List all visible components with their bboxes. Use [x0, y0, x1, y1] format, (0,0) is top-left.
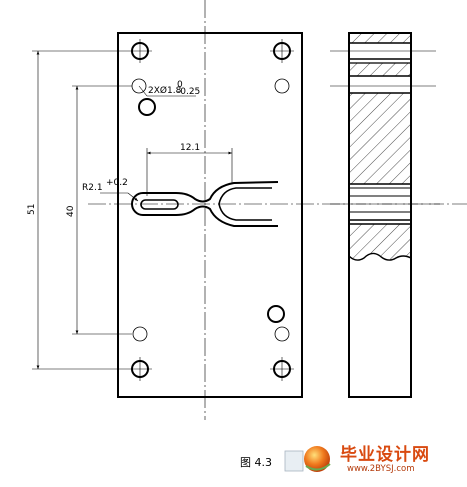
- side-view: [330, 32, 440, 398]
- pin-hole-bottom-left: [132, 326, 148, 342]
- dim-overall-height: 51: [27, 50, 128, 370]
- dim-slot-width-text: 12.1: [180, 143, 200, 153]
- front-view: 12.1 R2.1 +0.2 2XØ1.8 0 -0.25 51: [27, 0, 467, 420]
- pin-hole-top-right: [274, 78, 290, 94]
- dim-hole-spacing: 40: [66, 85, 132, 335]
- watermark-logo: 毕业设计网 www.2BYSJ.com: [284, 444, 430, 474]
- dim-slot-width: 12.1: [146, 143, 233, 196]
- dowel-hole-lower: [267, 305, 285, 323]
- pin-hole-bottom-right: [274, 326, 290, 342]
- watermark-text: 毕业设计网: [340, 444, 430, 465]
- section-hatch-band-2: [349, 63, 411, 76]
- figure-caption: 图 4.3: [240, 456, 272, 469]
- watermark-url: www.2BYSJ.com: [347, 464, 415, 474]
- hole-note-lower-tol: -0.25: [177, 87, 200, 97]
- dim-hole-spacing-text: 40: [66, 205, 76, 217]
- corner-hole-top-left: [128, 39, 152, 63]
- dim-radius-text: R2.1: [82, 183, 103, 193]
- corner-hole-bottom-right: [270, 357, 294, 381]
- break-line: [348, 252, 412, 261]
- side-view-outline: [348, 32, 412, 398]
- section-hatch-top: [349, 33, 411, 43]
- dowel-hole-upper: [138, 98, 156, 116]
- dim-overall-height-text: 51: [27, 204, 37, 215]
- hole-note-text: 2XØ1.8: [148, 85, 182, 96]
- section-hatch-lower: [349, 224, 411, 261]
- dim-radius-tolerance: +0.2: [106, 178, 128, 188]
- dim-radius: R2.1 +0.2: [82, 178, 139, 202]
- dim-hole-note: 2XØ1.8 0 -0.25: [138, 80, 200, 97]
- slot-fork-outline: [131, 181, 279, 227]
- plate-outline: [117, 32, 303, 398]
- hole-note-upper-tol: 0: [177, 80, 183, 90]
- fork-inner-outline: [218, 187, 272, 221]
- oblong-slot: [140, 199, 179, 210]
- section-hatch-main: [349, 93, 411, 184]
- corner-hole-top-right: [270, 39, 294, 63]
- corner-hole-bottom-left: [128, 357, 152, 381]
